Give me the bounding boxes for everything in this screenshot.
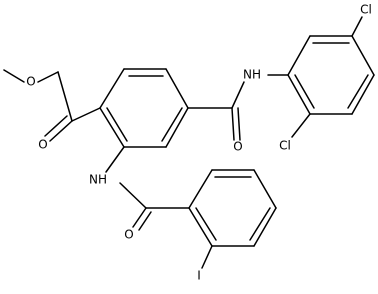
bond [188, 169, 213, 209]
bond [188, 207, 213, 247]
bond [249, 207, 271, 241]
amide-nh-label: NH [243, 68, 261, 82]
ester-oxygen-label: O [26, 75, 35, 89]
bond [161, 107, 183, 142]
bond [105, 146, 125, 173]
bond [195, 207, 217, 241]
bond [119, 182, 147, 209]
carbonyl-oxygen-label: O [38, 138, 47, 152]
bond [99, 68, 125, 109]
bond [138, 211, 152, 231]
bond [287, 35, 311, 76]
bond [351, 74, 375, 115]
bond [287, 74, 311, 115]
bond [165, 107, 189, 148]
bond [294, 74, 315, 109]
bond [37, 71, 59, 83]
bond [291, 113, 311, 138]
bond [49, 120, 73, 142]
bond [132, 207, 147, 228]
bond [253, 207, 277, 247]
bond [237, 107, 241, 141]
amide-oxygen-label: O [233, 140, 242, 154]
bond [253, 169, 277, 209]
iodine-label: I [197, 269, 201, 283]
bond [106, 107, 128, 142]
bond [3, 69, 25, 83]
bonds [3, 16, 375, 269]
chlorine-label: Cl [360, 3, 372, 17]
chlorine-label: Cl [279, 139, 291, 153]
bond [99, 107, 125, 148]
bond [351, 35, 375, 76]
bond [201, 245, 213, 269]
bond [165, 68, 189, 109]
bond [57, 71, 73, 122]
bond [351, 16, 363, 37]
bond [71, 107, 101, 122]
atom-labels: O O NH O Cl Cl NH O I [26, 3, 372, 283]
bond [44, 115, 68, 137]
amide-oxygen-label: O [124, 228, 133, 242]
bond [231, 107, 235, 141]
amide-nh-label: NH [89, 173, 107, 187]
bond [231, 81, 245, 109]
bond [347, 74, 369, 109]
